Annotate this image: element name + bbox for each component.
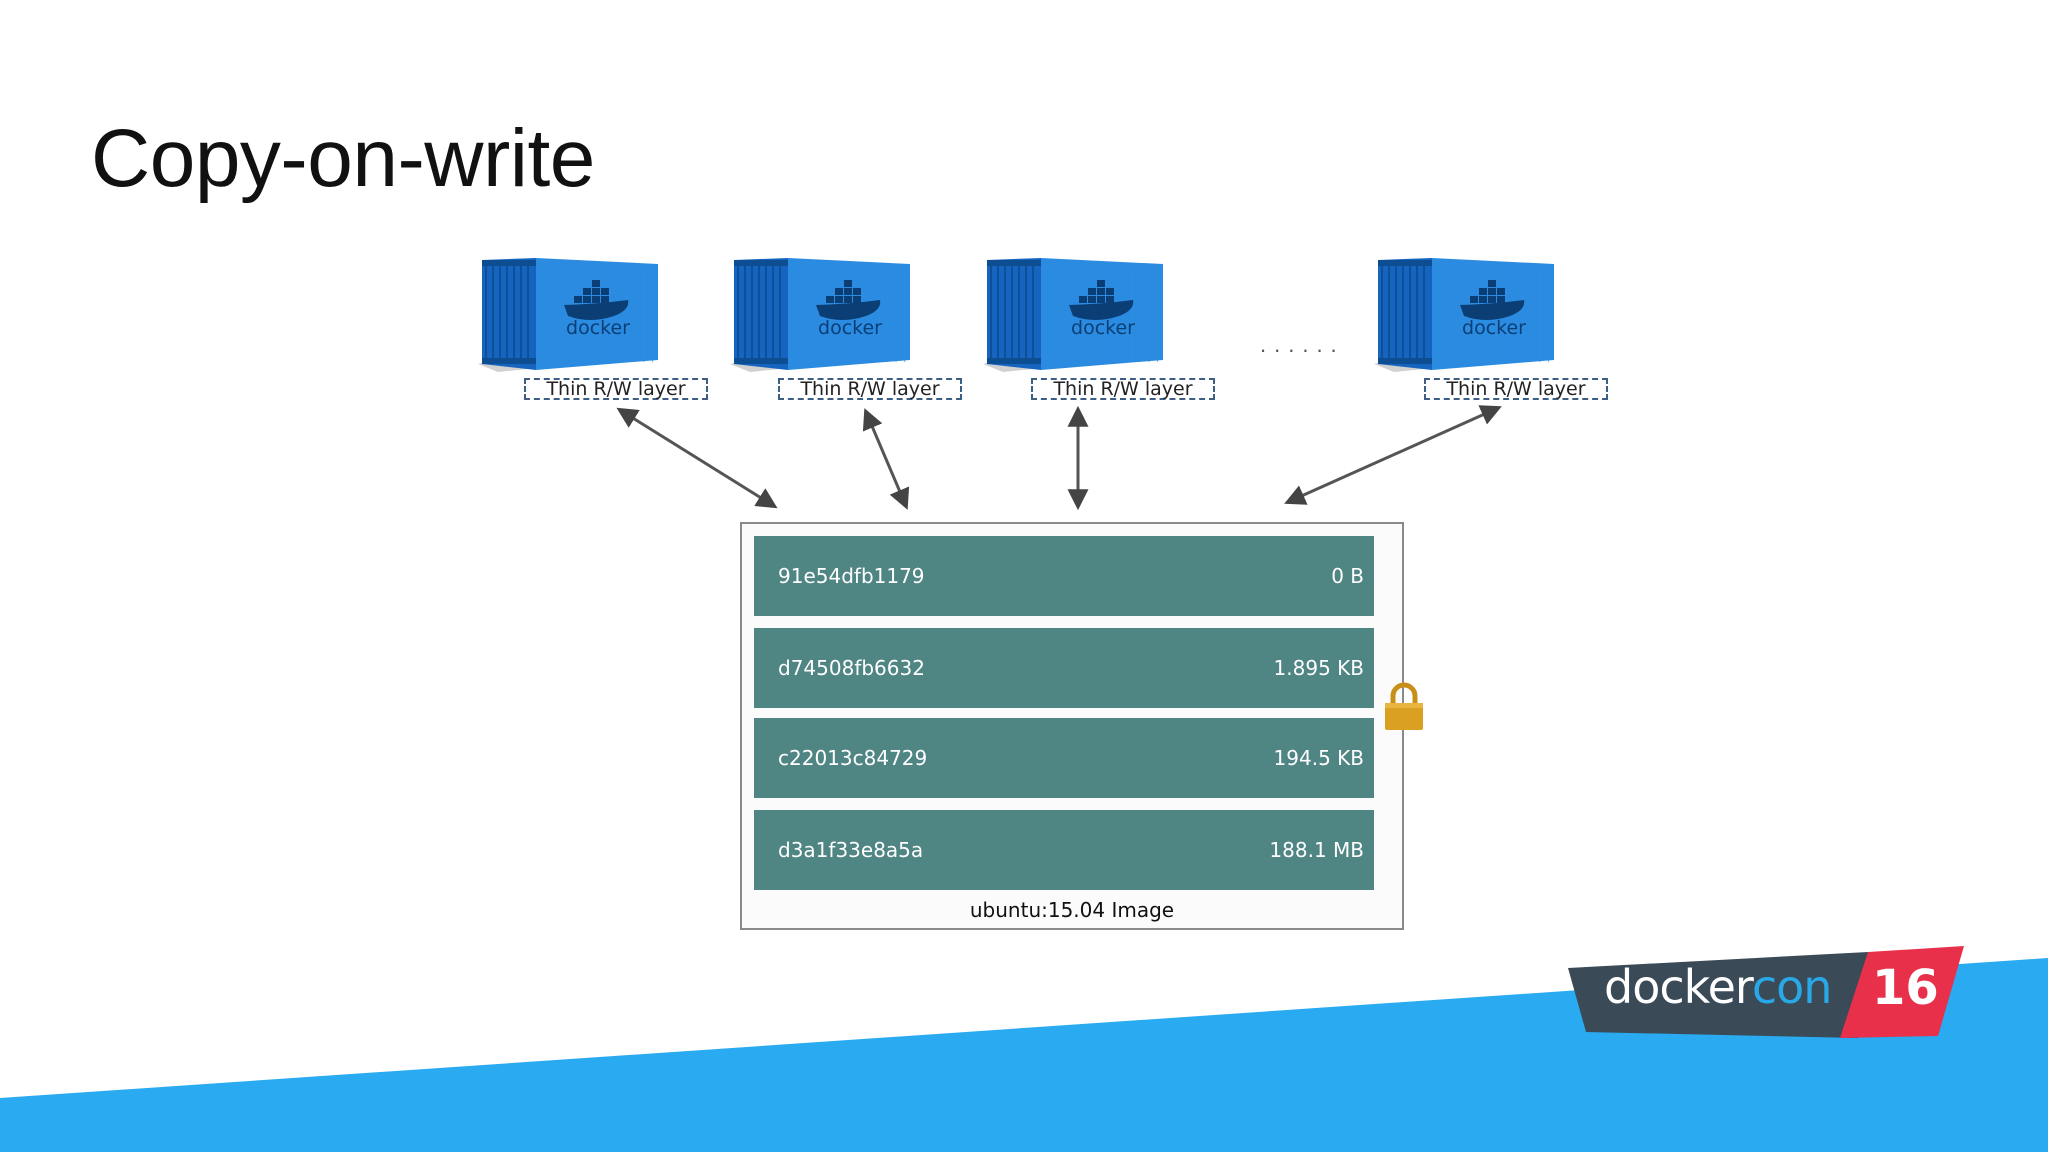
layer-size: 0 B — [1331, 564, 1364, 588]
rw-layer-label: Thin R/W layer — [524, 378, 708, 400]
logo-word: docker — [1604, 960, 1753, 1014]
layer-id: d3a1f33e8a5a — [778, 838, 924, 862]
layer-id: 91e54dfb1179 — [778, 564, 925, 588]
rw-layer-label: Thin R/W layer — [1424, 378, 1608, 400]
arrow — [1284, 405, 1502, 505]
svg-text:docker: docker — [566, 317, 630, 339]
layer-size: 1.895 KB — [1273, 656, 1364, 680]
docker-container-icon: docker — [478, 258, 658, 372]
svg-text:docker: docker — [818, 317, 882, 339]
rw-layer-label: Thin R/W layer — [1031, 378, 1215, 400]
svg-text:docker: docker — [1462, 317, 1526, 339]
more-containers-indicator: ...... — [1260, 332, 1345, 357]
image-layers-box: 91e54dfb1179 0 B d74508fb6632 1.895 KB c… — [740, 522, 1404, 930]
lock-icon — [1385, 682, 1423, 730]
arrow — [616, 407, 778, 509]
image-layer: d3a1f33e8a5a 188.1 MB — [754, 810, 1374, 890]
arrow — [862, 408, 910, 510]
logo-number: 16 — [1872, 960, 1939, 1016]
rw-layer-label: Thin R/W layer — [778, 378, 962, 400]
slide-title: Copy-on-write — [91, 113, 595, 204]
layer-id: c22013c84729 — [778, 746, 928, 770]
layer-size: 194.5 KB — [1273, 746, 1364, 770]
svg-text:docker: docker — [1071, 317, 1135, 339]
image-layer: 91e54dfb1179 0 B — [754, 536, 1374, 616]
logo-word-con: con — [1751, 960, 1833, 1014]
layer-id: d74508fb6632 — [778, 656, 925, 680]
image-layer: d74508fb6632 1.895 KB — [754, 628, 1374, 708]
docker-container-icon: docker — [983, 258, 1163, 372]
image-layer: c22013c84729 194.5 KB — [754, 718, 1374, 798]
docker-container-icon: docker — [730, 258, 910, 372]
image-caption: ubuntu:15.04 Image — [969, 898, 1175, 922]
layer-size: 188.1 MB — [1269, 838, 1364, 862]
dockercon-logo: dockercon 16 — [1568, 946, 1964, 1038]
docker-container-icon: docker — [1374, 258, 1554, 372]
